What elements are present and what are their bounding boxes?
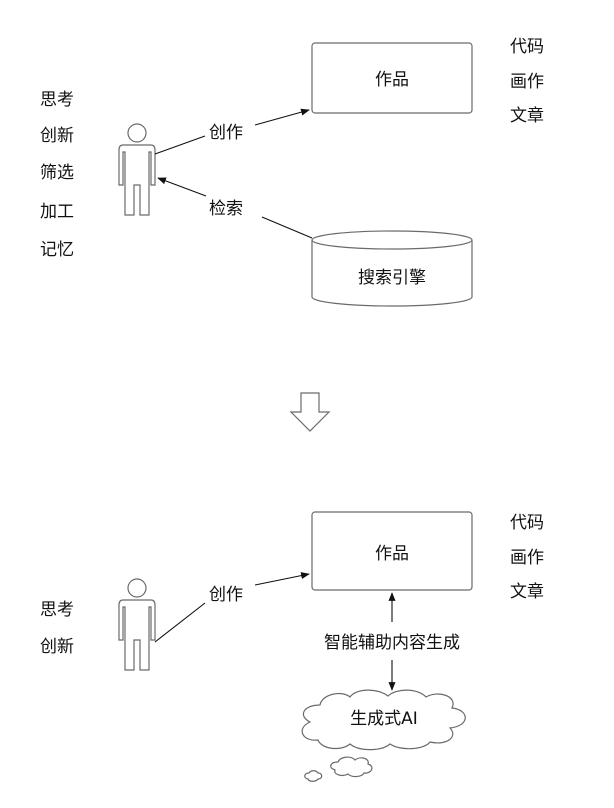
top-artifact-types: 代码 画作 文章 [510,37,544,126]
artifact-box-label: 作品 [375,70,409,90]
trait-label: 思考 [40,600,74,620]
search-engine-cylinder [311,230,473,307]
retrieve-label: 检索 [209,199,243,219]
retrieve-arrow [157,177,207,197]
artifact-type-label: 代码 [510,37,544,57]
create-arrow [254,108,310,126]
trait-label: 创新 [40,126,74,146]
trait-label: 加工 [40,202,74,222]
trait-label: 记忆 [40,240,74,260]
top-diagram: 思考 创新 筛选 加工 记忆 作品 代码 画作 文章 创作 检索 [40,37,544,307]
create-label: 创作 [209,585,243,605]
down-arrow-icon [289,392,331,432]
artifact-box-label: 作品 [375,544,409,564]
trait-label: 筛选 [40,163,74,183]
genai-label: 生成式AI [350,709,418,729]
retrieve-connector [261,216,313,239]
trait-label: 创新 [40,637,74,657]
artifact-type-label: 画作 [510,72,544,92]
artifact-type-label: 画作 [510,548,544,568]
cloud-icon [301,689,466,782]
top-person-traits: 思考 创新 筛选 加工 记忆 [40,90,74,260]
person-icon [118,123,156,216]
bottom-person-traits: 思考 创新 [40,600,74,657]
artifact-type-label: 文章 [510,106,544,126]
create-connector [154,602,206,643]
artifact-type-label: 代码 [510,513,544,533]
artifact-box [311,42,473,114]
search-engine-label: 搜索引擎 [358,268,426,288]
bottom-artifact-types: 代码 画作 文章 [510,513,544,602]
bottom-diagram: 思考 创新 作品 代码 画作 文章 创作 智能辅助内容生成 [40,511,544,782]
create-connector [154,135,206,155]
create-label: 创作 [209,123,243,143]
artifact-type-label: 文章 [510,582,544,602]
create-arrow [254,572,310,586]
trait-label: 思考 [40,90,74,110]
person-icon [118,578,156,671]
artifact-box [311,511,473,591]
assist-label: 智能辅助内容生成 [324,633,460,653]
